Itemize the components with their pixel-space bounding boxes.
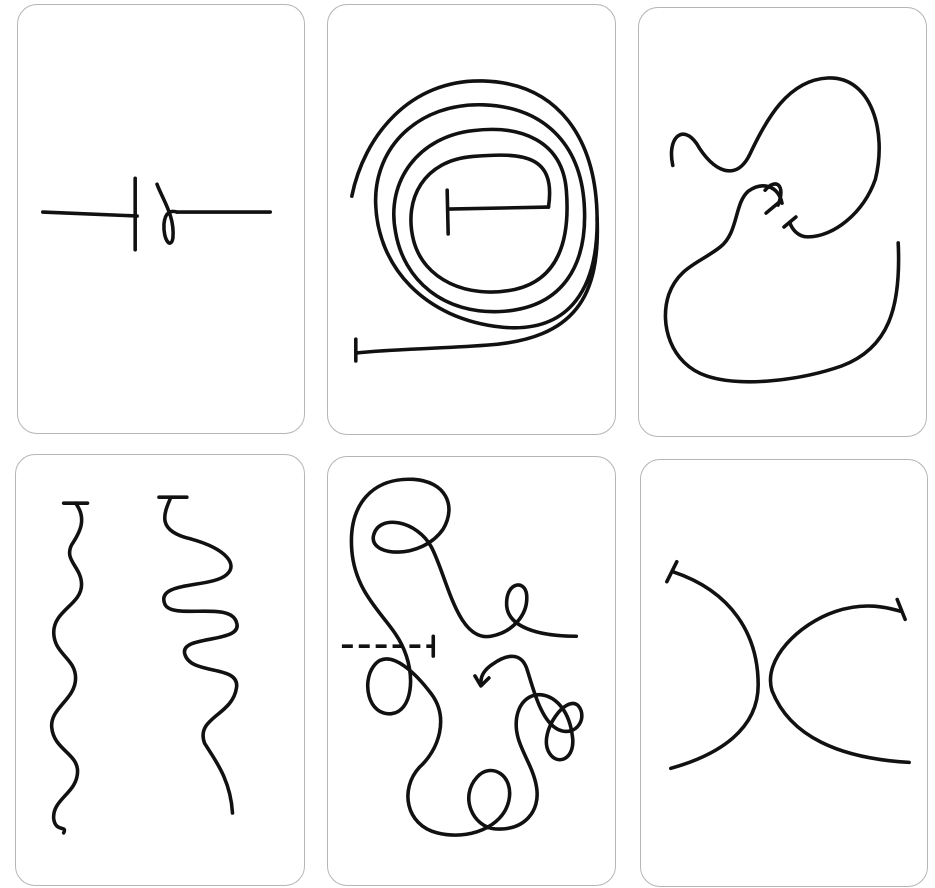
capacitor-figure [18, 5, 304, 433]
two-opposing-arcs-figure [641, 460, 927, 886]
figure-card-3 [638, 7, 927, 437]
knotted-loops-figure [328, 457, 615, 885]
right-arc [770, 606, 909, 762]
left-line [43, 212, 137, 216]
figure-card-5 [327, 456, 616, 886]
inner-t-stem [447, 190, 448, 234]
lower-loop [665, 186, 898, 382]
tangled-loop-figure [639, 8, 926, 436]
figure-card-4 [15, 454, 305, 886]
left-wave [52, 503, 82, 833]
figure-card-6 [640, 459, 928, 887]
inner-t-bar [448, 207, 548, 209]
figure-card-2 [327, 4, 616, 435]
upper-loop [671, 78, 879, 237]
figure-card-1 [17, 4, 305, 434]
hook-left-bar [766, 203, 778, 213]
spiral-curve [352, 81, 597, 328]
left-arc [671, 572, 758, 769]
knot-curve [351, 479, 581, 835]
right-wave [164, 497, 237, 813]
right-curl [157, 184, 177, 243]
spiral-figure [328, 5, 615, 434]
two-wavy-lines-figure [16, 455, 304, 885]
